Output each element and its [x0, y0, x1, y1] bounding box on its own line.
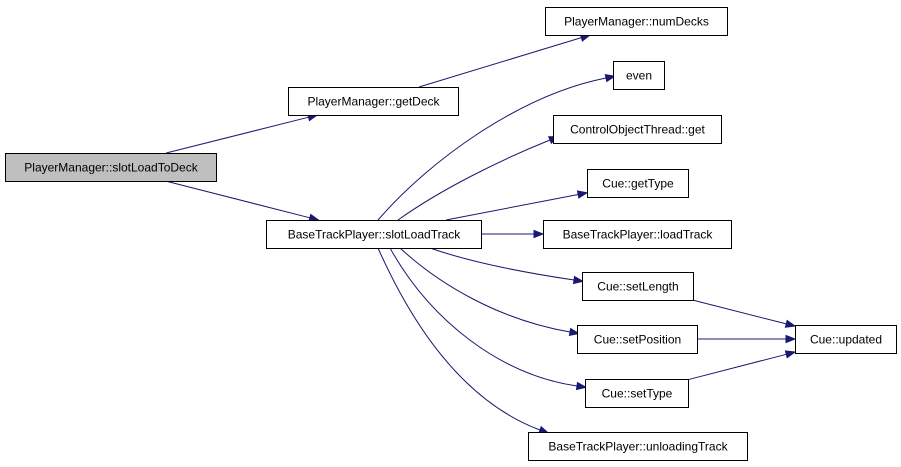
edge-line	[377, 77, 607, 221]
node-label: BaseTrackPlayer::loadTrack	[563, 228, 714, 242]
node-numdecks[interactable]: PlayerManager::numDecks	[545, 7, 728, 36]
edge-line	[418, 37, 582, 88]
edge-slotloadtrack-to-setlength	[429, 247, 585, 285]
node-label: PlayerManager::numDecks	[564, 15, 709, 29]
node-box	[585, 379, 689, 408]
arrowhead-icon	[784, 319, 797, 328]
node-loadtrack[interactable]: BaseTrackPlayer::loadTrack	[543, 220, 732, 249]
node-label: ControlObjectThread::get	[570, 123, 705, 137]
node-box	[553, 115, 722, 144]
node-box	[545, 7, 728, 36]
arrowhead-icon	[576, 190, 589, 199]
node-unloadingtrack[interactable]: BaseTrackPlayer::unloadingTrack	[528, 432, 748, 461]
node-box	[5, 153, 217, 182]
node-label: even	[626, 69, 652, 83]
arrowhead-icon	[575, 381, 588, 391]
edge-line	[445, 194, 579, 221]
edge-settype-to-updated	[687, 350, 797, 381]
edge-slotloadtrack-to-gettype	[445, 190, 589, 221]
node-label: Cue::setLength	[597, 280, 678, 294]
edge-line	[692, 299, 787, 325]
edge-setlength-to-updated	[692, 299, 797, 328]
node-box	[582, 272, 694, 301]
edge-slotloadtodeck-to-getdeck	[166, 113, 319, 154]
edge-getdeck-to-numdecks	[418, 33, 592, 88]
node-settype[interactable]: Cue::setType	[585, 379, 689, 408]
edge-line	[429, 247, 575, 281]
node-box	[543, 220, 732, 249]
edge-line	[166, 116, 309, 154]
arrowhead-icon	[572, 275, 585, 285]
edge-line	[399, 247, 571, 333]
edge-slotloadtrack-to-settype	[389, 247, 588, 391]
node-slotloadtodeck[interactable]: PlayerManager::slotLoadToDeck	[5, 153, 217, 182]
edge-line	[397, 139, 551, 221]
edge-line	[165, 180, 310, 219]
node-label: Cue::setType	[602, 387, 673, 401]
arrowhead-icon	[533, 229, 545, 239]
node-cotget[interactable]: ControlObjectThread::get	[553, 115, 722, 144]
node-box	[795, 325, 897, 354]
node-setposition[interactable]: Cue::setPosition	[577, 325, 698, 354]
arrowhead-icon	[568, 327, 581, 337]
edge-slotloadtodeck-to-slotloadtrack	[165, 180, 320, 222]
arrowhead-icon	[604, 73, 617, 83]
node-setlength[interactable]: Cue::setLength	[582, 272, 694, 301]
node-gettype[interactable]: Cue::getType	[587, 169, 689, 198]
edges-layer	[165, 33, 797, 434]
arrowhead-icon	[785, 334, 797, 344]
node-box	[613, 61, 665, 90]
edge-slotloadtrack-to-loadtrack	[481, 229, 545, 239]
node-label: PlayerManager::slotLoadToDeck	[24, 161, 198, 175]
edge-slotloadtrack-to-unloadingtrack	[377, 247, 550, 434]
node-box	[266, 220, 482, 249]
node-slotloadtrack[interactable]: BaseTrackPlayer::slotLoadTrack	[266, 220, 482, 249]
node-updated[interactable]: Cue::updated	[795, 325, 897, 354]
node-box	[587, 169, 689, 198]
node-label: PlayerManager::getDeck	[307, 95, 440, 109]
edge-line	[687, 353, 787, 381]
node-getdeck[interactable]: PlayerManager::getDeck	[288, 87, 459, 116]
edge-setposition-to-updated	[697, 334, 797, 344]
edge-slotloadtrack-to-even	[377, 73, 617, 221]
node-box	[528, 432, 748, 461]
node-even[interactable]: even	[613, 61, 665, 90]
node-label: Cue::setPosition	[594, 333, 681, 347]
edge-slotloadtrack-to-setposition	[399, 247, 581, 337]
edge-slotloadtrack-to-cotget	[397, 136, 560, 221]
node-box	[577, 325, 698, 354]
arrowhead-icon	[784, 350, 797, 359]
node-label: BaseTrackPlayer::slotLoadTrack	[288, 228, 462, 242]
node-label: Cue::getType	[602, 177, 674, 191]
edge-line	[377, 247, 541, 431]
node-box	[288, 87, 459, 116]
edge-line	[389, 247, 578, 387]
node-label: Cue::updated	[810, 333, 882, 347]
node-label: BaseTrackPlayer::unloadingTrack	[548, 440, 728, 454]
nodes-layer: PlayerManager::slotLoadToDeck PlayerManag…	[5, 7, 897, 461]
